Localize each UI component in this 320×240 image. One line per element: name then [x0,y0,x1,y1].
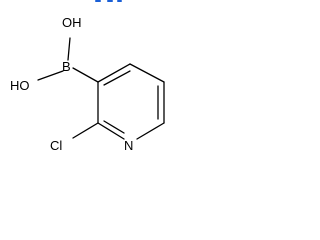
label-hydroxyl-left: HO [10,78,30,93]
bond-b-ring [72,67,99,83]
bond-c2-cl [72,122,99,139]
bond-b-oh-top [67,37,71,61]
pyridine-ring-bonds [97,63,165,140]
label-boron: B [62,59,71,74]
bond-n-c2-double [103,120,125,134]
bond-c3-c4 [97,63,131,83]
chemical-structure-diagram: OH HO B Cl N [10,0,165,153]
boronic-acid-bonds [37,37,99,83]
bond-c4-c5 [129,63,165,83]
label-chlorine: Cl [50,138,62,153]
bond-c6-n [136,122,165,140]
bond-n-c2 [97,122,125,140]
bond-c3-c4-double [103,70,131,86]
bond-b-oh-left [37,70,64,81]
label-nitrogen: N [124,138,133,153]
label-hydroxyl-top: OH [62,15,82,30]
